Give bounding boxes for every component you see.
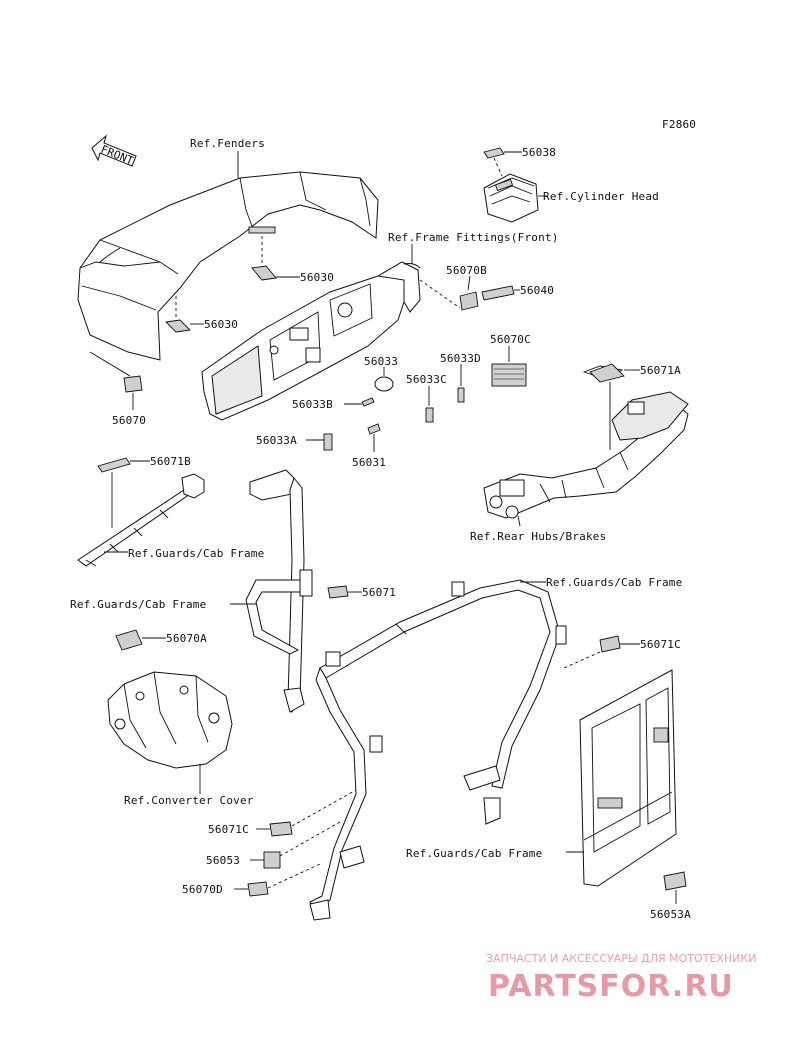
label-ref-fenders: Ref.Fenders <box>190 137 265 150</box>
front-arrow-icon: FRONT <box>91 134 137 168</box>
label-ref-converter: Ref.Converter Cover <box>124 794 254 807</box>
cap-56033 <box>374 367 394 392</box>
decal-56070C <box>491 346 527 387</box>
front-panel-illustration <box>201 261 421 421</box>
label-56030-upper: 56030 <box>300 271 334 284</box>
decal-56053 <box>250 821 341 869</box>
guard-rail-illustration <box>77 473 205 567</box>
decal-56033A <box>306 433 333 451</box>
label-56071: 56071 <box>362 586 396 599</box>
rear-fender-illustration <box>77 171 379 361</box>
rear-axle-illustration <box>483 365 689 519</box>
decal-56040 <box>481 285 520 301</box>
label-56070B: 56070B <box>446 264 487 277</box>
watermark-tagline: ЗАПЧАСТИ И АКСЕССУАРЫ ДЛЯ МОТОТЕХНИКИ <box>486 952 756 965</box>
cylinder-head-illustration <box>483 173 548 223</box>
label-56070D: 56070D <box>182 883 223 896</box>
label-ref-guards-4: Ref.Guards/Cab Frame <box>406 847 542 860</box>
figure-id: F2860 <box>662 118 696 131</box>
label-56070A: 56070A <box>166 632 207 645</box>
label-56033C: 56033C <box>406 373 447 386</box>
label-56038: 56038 <box>522 146 556 159</box>
label-56033D: 56033D <box>440 352 481 365</box>
label-56030-lower: 56030 <box>204 318 238 331</box>
decal-56033D <box>457 364 465 403</box>
label-56053: 56053 <box>206 854 240 867</box>
decal-56071A <box>589 363 640 450</box>
decal-56070B <box>459 275 479 311</box>
label-56053A: 56053A <box>650 908 691 921</box>
decal-56071B <box>97 457 150 528</box>
decal-56071C-right <box>563 635 640 669</box>
label-56071C-right: 56071C <box>640 638 681 651</box>
converter-cover-illustration <box>107 671 233 769</box>
label-56071B: 56071B <box>150 455 191 468</box>
label-56033B: 56033B <box>292 398 333 411</box>
label-ref-guards-3: Ref.Guards/Cab Frame <box>546 576 682 589</box>
decal-56070A <box>115 629 166 651</box>
decal-56071C-left <box>256 789 357 837</box>
label-ref-guards-2: Ref.Guards/Cab Frame <box>70 598 206 611</box>
svg-text:FRONT: FRONT <box>99 143 136 168</box>
label-56071A: 56071A <box>640 364 681 377</box>
decal-56071 <box>327 585 362 599</box>
label-56033A: 56033A <box>256 434 297 447</box>
label-ref-cylinder-head: Ref.Cylinder Head <box>543 190 659 203</box>
roll-bar-illustration <box>309 579 567 921</box>
label-56040: 56040 <box>520 284 554 297</box>
label-ref-guards-1: Ref.Guards/Cab Frame <box>128 547 264 560</box>
label-ref-rear-hubs: Ref.Rear Hubs/Brakes <box>470 530 606 543</box>
decal-56033B <box>344 397 375 407</box>
label-56070: 56070 <box>112 414 146 427</box>
watermark-logo: PARTSFOR.RU <box>488 969 734 1004</box>
label-56033: 56033 <box>364 355 398 368</box>
label-ref-frame-fittings: Ref.Frame Fittings(Front) <box>388 231 559 244</box>
decal-56030-lower <box>165 296 204 333</box>
decal-56038 <box>483 147 522 177</box>
clip-56031 <box>367 423 381 452</box>
decal-56070D <box>234 863 321 897</box>
label-56071C-left: 56071C <box>208 823 249 836</box>
label-56070C: 56070C <box>490 333 531 346</box>
label-56031: 56031 <box>352 456 386 469</box>
decal-56053A <box>663 871 687 904</box>
decal-56030-upper <box>251 236 300 281</box>
door-panel-illustration <box>579 669 677 887</box>
cab-frame-illustration <box>245 469 313 714</box>
decal-56070 <box>89 351 143 410</box>
decal-56033C <box>425 386 434 423</box>
